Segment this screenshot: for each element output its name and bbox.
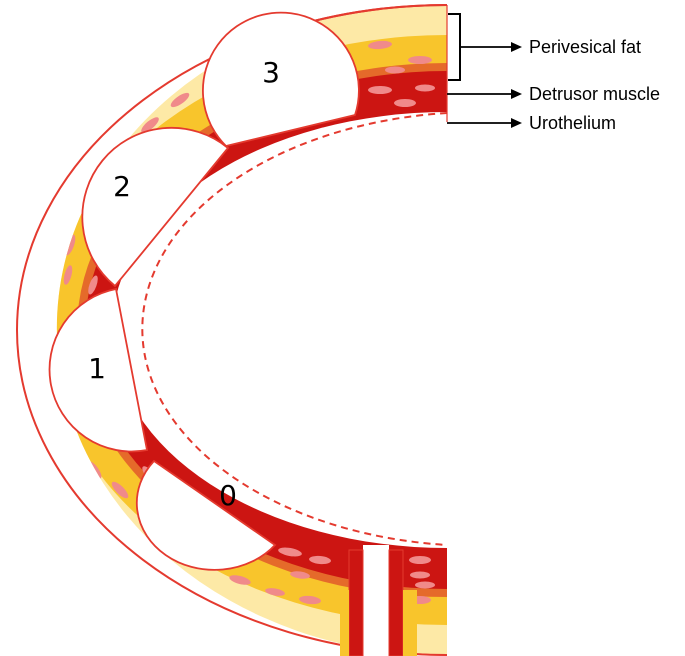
tumor-2 bbox=[81, 126, 230, 288]
legend-detrusor-muscle: Detrusor muscle bbox=[529, 84, 660, 104]
tumor-1 bbox=[48, 287, 149, 453]
bladder-lumen bbox=[112, 112, 448, 548]
wall-section-break bbox=[340, 545, 417, 656]
perivesical-fat-bracket bbox=[448, 13, 461, 81]
legend-urothelium: Urothelium bbox=[529, 113, 616, 133]
legend-arrows bbox=[447, 42, 522, 128]
urothelium-line bbox=[141, 112, 448, 546]
tumor-label-3: 3 bbox=[262, 56, 280, 89]
tumor-label-1: 1 bbox=[88, 352, 106, 385]
tumor-3 bbox=[202, 11, 360, 147]
tumor-label-2: 2 bbox=[113, 170, 131, 203]
bladder-wall bbox=[56, 4, 448, 656]
tumor-0 bbox=[135, 459, 277, 571]
legend-perivesical-fat: Perivesical fat bbox=[529, 37, 641, 57]
tumor-label-0: 0 bbox=[219, 479, 237, 512]
